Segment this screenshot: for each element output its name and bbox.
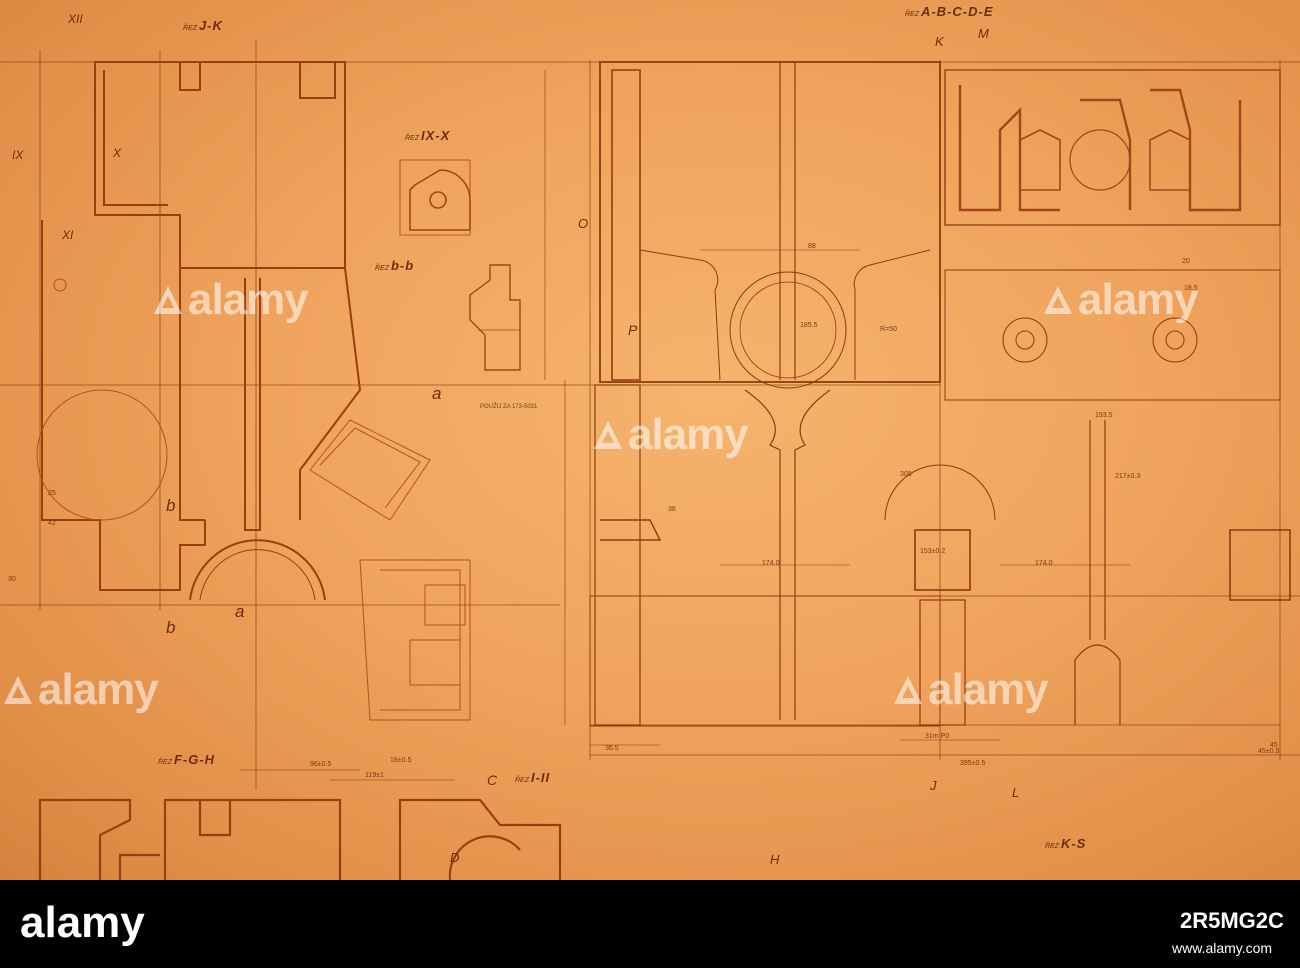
- dimension-185-5: 185.5: [800, 322, 818, 329]
- dimension-174-b: 174.0: [1035, 560, 1053, 567]
- cylinder-head-drawing: [944, 69, 1281, 226]
- watermark-text: alamy: [928, 665, 1049, 714]
- watermark-text: alamy: [38, 665, 159, 714]
- watermark: alamy: [150, 275, 309, 325]
- watermark: alamy: [1040, 275, 1199, 325]
- dimension-193-5: 193.5: [1095, 412, 1113, 419]
- mark-xii: XII: [68, 12, 83, 26]
- footer-image-id: 2R5MG2C: [1180, 908, 1284, 933]
- mark-m: M: [978, 26, 989, 41]
- alamy-logo-icon: [4, 676, 32, 704]
- dimension-25: 25: [48, 490, 56, 497]
- mark-j: J: [930, 778, 937, 793]
- technical-drawing: [0, 40, 1300, 880]
- alamy-logo-icon: [594, 421, 622, 449]
- dimension-18-5: 18.5: [1184, 285, 1198, 292]
- mark-d: D: [450, 850, 460, 865]
- dimension-395: 395±0.5: [960, 760, 986, 767]
- dimension-42: 42: [48, 520, 56, 527]
- section-i2-drawing: [398, 798, 562, 880]
- section-label-i2: I-II: [515, 770, 550, 785]
- alamy-logo-icon: [894, 676, 922, 704]
- footer-logo: alamy: [20, 898, 145, 947]
- mark-xi: XI: [62, 228, 74, 242]
- dimension-119: 119±1: [365, 772, 384, 779]
- mark-o: O: [578, 216, 589, 231]
- dimension-r50: R=50: [880, 326, 897, 333]
- watermark: alamy: [590, 410, 749, 460]
- section-label-bb: b-b: [375, 258, 414, 273]
- dimension-20: 20: [1182, 258, 1190, 265]
- dimension-217: 217±0.3: [1115, 473, 1141, 480]
- dimension-96: 96±0.5: [310, 761, 332, 768]
- watermark-text: alamy: [1078, 275, 1199, 324]
- dimension-45b: 45: [1270, 742, 1278, 749]
- mark-a-bottom: a: [235, 602, 245, 621]
- section-ixx-drawing: [399, 159, 471, 236]
- alamy-logo-icon: [1044, 286, 1072, 314]
- section-jk-drawing: [41, 61, 362, 601]
- watermark-text: alamy: [188, 275, 309, 324]
- section-label-abcde: A-B-C-D-E: [905, 4, 994, 19]
- mark-b-bottom: b: [166, 618, 176, 637]
- section-label-jk: J-K: [183, 18, 223, 33]
- dimension-31: 31m P0: [925, 733, 950, 740]
- stock-footer-bar: alamy 2R5MG2C www.alamy.com: [0, 880, 1300, 968]
- section-label-ixx: IX-X: [405, 128, 450, 143]
- section-bb-drawing: [469, 264, 521, 371]
- dimension-88: 88: [808, 243, 816, 250]
- dimension-36-5: 36.5: [605, 745, 619, 752]
- mark-l: L: [1012, 785, 1020, 800]
- mark-k: K: [935, 34, 944, 49]
- mark-x: X: [113, 146, 122, 160]
- mark-a-top: a: [432, 384, 442, 403]
- dimension-153: 153±0.2: [920, 548, 946, 555]
- alamy-logo-icon: [154, 286, 182, 314]
- blueprint-sheet: J-K IX-X b-b F-G-H I-II A-B-C-D-E K-S XI…: [0, 0, 1300, 880]
- footer-site: www.alamy.com: [1172, 940, 1273, 956]
- mark-p: P: [628, 322, 638, 338]
- watermark: alamy: [890, 665, 1049, 715]
- watermark-text: alamy: [628, 410, 749, 459]
- dimension-45: 45±0.5: [1258, 748, 1280, 755]
- mark-ix: IX: [12, 148, 24, 162]
- section-label-fgh: F-G-H: [158, 752, 215, 767]
- section-abcde-drawing: [589, 61, 1121, 727]
- dimension-18: 18±0.5: [390, 757, 412, 764]
- dimension-38: 38: [668, 506, 676, 513]
- mark-h: H: [770, 852, 780, 867]
- section-fgh-drawing: [38, 798, 342, 880]
- dimension-30: 30: [8, 576, 16, 583]
- mark-b-top: b: [166, 496, 176, 515]
- dimension-174-a: 174.0: [762, 560, 780, 567]
- dimension-305: 305: [900, 471, 912, 478]
- drawing-note: POUŽIJ ZA 173-5031: [480, 404, 538, 410]
- watermark: alamy: [0, 665, 159, 715]
- section-label-ks: K-S: [1045, 836, 1086, 851]
- mark-c: C: [487, 772, 498, 788]
